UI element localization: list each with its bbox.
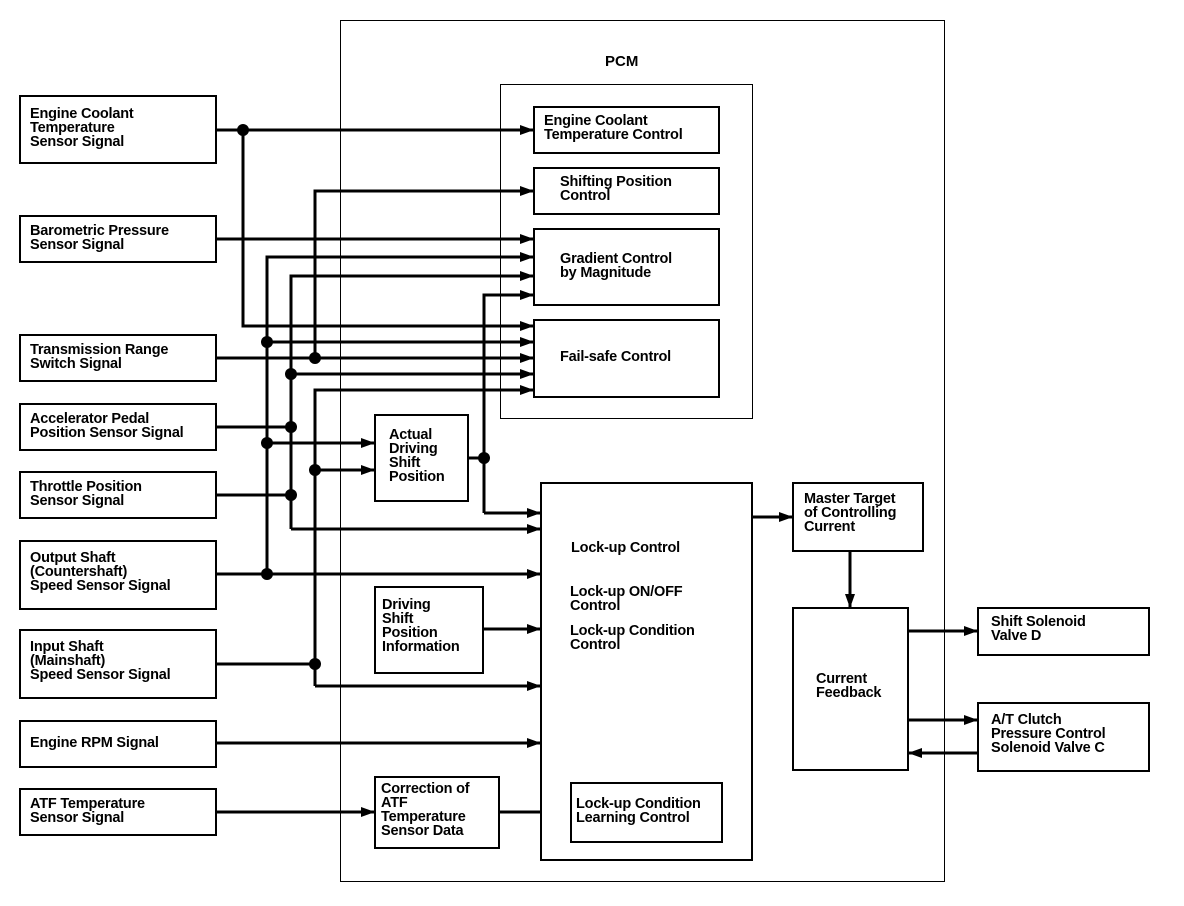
junction-dot bbox=[261, 437, 273, 449]
input-label: Engine Coolant Temperature Sensor Signal bbox=[30, 106, 134, 150]
block-master-target-of-controlling-current: Master Target of Controlling Current bbox=[792, 482, 924, 552]
junction-dot bbox=[285, 489, 297, 501]
block-label: Lock-up Condition Control bbox=[570, 623, 695, 653]
block-label: Current Feedback bbox=[816, 671, 882, 701]
signal-arrow bbox=[241, 130, 534, 331]
block-lock-up-condition-learning-control: Lock-up Condition Learning Control bbox=[570, 782, 723, 843]
junction-dot bbox=[237, 124, 249, 136]
output-label: Shift Solenoid Valve D bbox=[991, 614, 1086, 644]
junction-dot bbox=[309, 352, 321, 364]
block-label: Correction of ATF Temperature Sensor Dat… bbox=[381, 781, 470, 839]
block-engine-coolant-temp-control: Engine Coolant Temperature Control bbox=[533, 106, 720, 154]
input-engine-rpm-signal: Engine RPM Signal bbox=[19, 720, 217, 768]
signal-arrow bbox=[313, 186, 534, 358]
block-current-feedback: Current Feedback bbox=[792, 607, 909, 771]
input-accelerator-pedal-position-sensor: Accelerator Pedal Position Sensor Signal bbox=[19, 403, 217, 451]
block-label: Lock-up Condition Learning Control bbox=[576, 796, 701, 826]
pcm-title: PCM bbox=[605, 53, 639, 70]
control-group-frame bbox=[500, 84, 753, 419]
block-gradient-control-by-magnitude: Gradient Control by Magnitude bbox=[533, 228, 720, 306]
block-label: Fail-safe Control bbox=[560, 349, 671, 365]
block-fail-safe-control: Fail-safe Control bbox=[533, 319, 720, 398]
input-barometric-pressure-sensor: Barometric Pressure Sensor Signal bbox=[19, 215, 217, 263]
input-label: Transmission Range Switch Signal bbox=[30, 342, 169, 372]
block-actual-driving-shift-position: Actual Driving Shift Position bbox=[374, 414, 469, 502]
output-at-clutch-pressure-control-solenoid-valve-c: A/T Clutch Pressure Control Solenoid Val… bbox=[977, 702, 1150, 772]
block-label: Actual Driving Shift Position bbox=[389, 427, 445, 485]
input-label: Output Shaft (Countershaft) Speed Sensor… bbox=[30, 550, 171, 594]
input-label: Engine RPM Signal bbox=[30, 735, 159, 751]
input-atf-temperature-sensor: ATF Temperature Sensor Signal bbox=[19, 788, 217, 836]
output-label: A/T Clutch Pressure Control Solenoid Val… bbox=[991, 712, 1106, 756]
block-label: Master Target of Controlling Current bbox=[804, 491, 897, 535]
input-label: Barometric Pressure Sensor Signal bbox=[30, 223, 169, 253]
input-label: Throttle Position Sensor Signal bbox=[30, 479, 142, 509]
junction-dot bbox=[261, 336, 273, 348]
block-label: Shifting Position Control bbox=[560, 174, 672, 204]
input-label: Input Shaft (Mainshaft) Speed Sensor Sig… bbox=[30, 639, 171, 683]
block-label: Gradient Control by Magnitude bbox=[560, 251, 672, 281]
junction-dot bbox=[478, 452, 490, 464]
block-shifting-position-control: Shifting Position Control bbox=[533, 167, 720, 215]
input-label: Accelerator Pedal Position Sensor Signal bbox=[30, 411, 184, 441]
block-label: Engine Coolant Temperature Control bbox=[544, 113, 683, 143]
junction-dot bbox=[285, 421, 297, 433]
input-throttle-position-sensor: Throttle Position Sensor Signal bbox=[19, 471, 217, 519]
input-label: ATF Temperature Sensor Signal bbox=[30, 796, 145, 826]
junction-dot bbox=[285, 368, 297, 380]
input-transmission-range-switch: Transmission Range Switch Signal bbox=[19, 334, 217, 382]
block-driving-shift-position-information: Driving Shift Position Information bbox=[374, 586, 484, 674]
junction-dot bbox=[309, 464, 321, 476]
output-shift-solenoid-valve-d: Shift Solenoid Valve D bbox=[977, 607, 1150, 656]
junction-dot bbox=[261, 568, 273, 580]
junction-dot bbox=[309, 658, 321, 670]
pcm-frame bbox=[340, 20, 945, 882]
block-label: Lock-up ON/OFF Control bbox=[570, 584, 683, 614]
block-correction-of-atf-temp-sensor-data: Correction of ATF Temperature Sensor Dat… bbox=[374, 776, 500, 849]
block-label: Lock-up Control bbox=[571, 540, 680, 556]
input-output-shaft-speed-sensor: Output Shaft (Countershaft) Speed Sensor… bbox=[19, 540, 217, 610]
input-input-shaft-speed-sensor: Input Shaft (Mainshaft) Speed Sensor Sig… bbox=[19, 629, 217, 699]
input-engine-coolant-temp-sensor: Engine Coolant Temperature Sensor Signal bbox=[19, 95, 217, 164]
block-label: Driving Shift Position Information bbox=[382, 597, 460, 655]
